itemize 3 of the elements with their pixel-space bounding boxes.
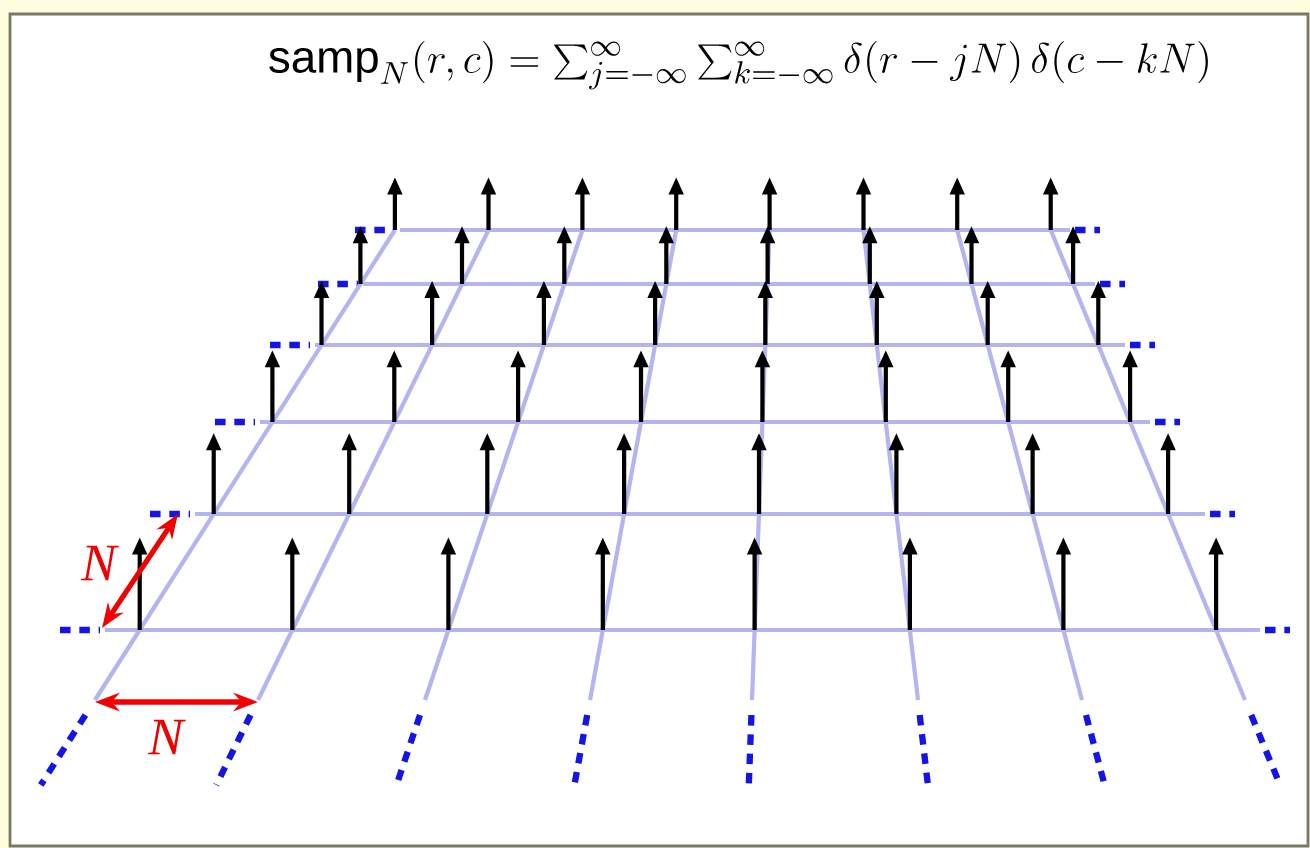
formula: $\mathsf{samp}_{N}(r,c)=\sum_{j=-\infty}^{\infty}\sum_{k=-\infty}^{\infty}\delta(r-jN)\,\delta(c-kN)$ [269, 40, 1208, 90]
dimension-label: N [80, 545, 119, 581]
dimension-label: N [147, 719, 186, 755]
